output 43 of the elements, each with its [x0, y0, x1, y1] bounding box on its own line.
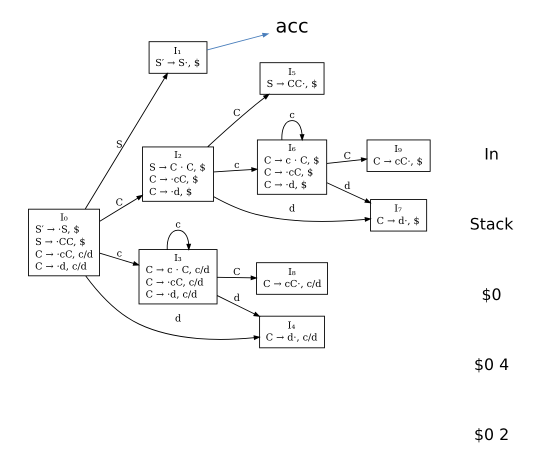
node-box: I₃ C → c · C, c/d C → ·cC, c/d C → ·d, c/d: [138, 249, 217, 304]
edge-label: c: [234, 160, 239, 171]
edge-label: c: [288, 110, 294, 121]
node-box: I₀ S′ → ·S, $ S → ·CC, $ C → ·cC, c/d C → ·d, c/d: [28, 208, 100, 276]
arrow: [216, 275, 258, 280]
arrow: [206, 94, 270, 148]
node-box: I₉ C → cC·, $: [366, 139, 430, 172]
edge-label: C: [232, 108, 240, 120]
edge-label: S: [115, 140, 122, 151]
node-box: I₈ C → cC·, c/d: [256, 262, 328, 295]
arrow: [166, 230, 191, 251]
arrow: [212, 167, 258, 172]
label: $0: [481, 284, 502, 304]
label: $0 4: [473, 355, 509, 374]
edge-label: C: [232, 266, 240, 278]
edge-label: d: [233, 293, 240, 304]
arrow: [216, 295, 260, 317]
arrow: [84, 72, 168, 210]
label: In: [484, 144, 498, 164]
label: Stack: [469, 214, 513, 234]
node-box: I₆ C → c · C, $ C → ·cC, $ C → ·d, $: [256, 139, 327, 195]
node-box: I₅ S → CC·, $: [259, 62, 324, 95]
arrow: [98, 194, 143, 222]
node-text: acc: [275, 14, 308, 38]
node-box: I₁ S′ → S·, $: [148, 41, 207, 74]
node-box: I₂ S → C · C, $ C → ·cC, $ C → ·d, $: [142, 146, 214, 202]
edge-label: d: [174, 313, 181, 324]
label: $0 2: [473, 425, 509, 444]
arrow: [212, 196, 372, 222]
node-box: I₄ C → d·, c/d: [258, 316, 324, 348]
edge-label: d: [288, 204, 295, 215]
edge-label: c: [116, 248, 122, 260]
edge-label: c: [174, 219, 180, 230]
arrow: [206, 32, 269, 50]
arrow: [98, 252, 140, 266]
arrow: [84, 275, 260, 340]
node-box: I₇ C → d·, $: [370, 199, 427, 232]
arrow: [326, 182, 372, 204]
arrow: [326, 157, 368, 164]
edge-label: C: [115, 198, 122, 209]
edge-label: d: [344, 180, 350, 192]
edge-label: C: [343, 151, 350, 162]
arrow: [280, 120, 304, 142]
